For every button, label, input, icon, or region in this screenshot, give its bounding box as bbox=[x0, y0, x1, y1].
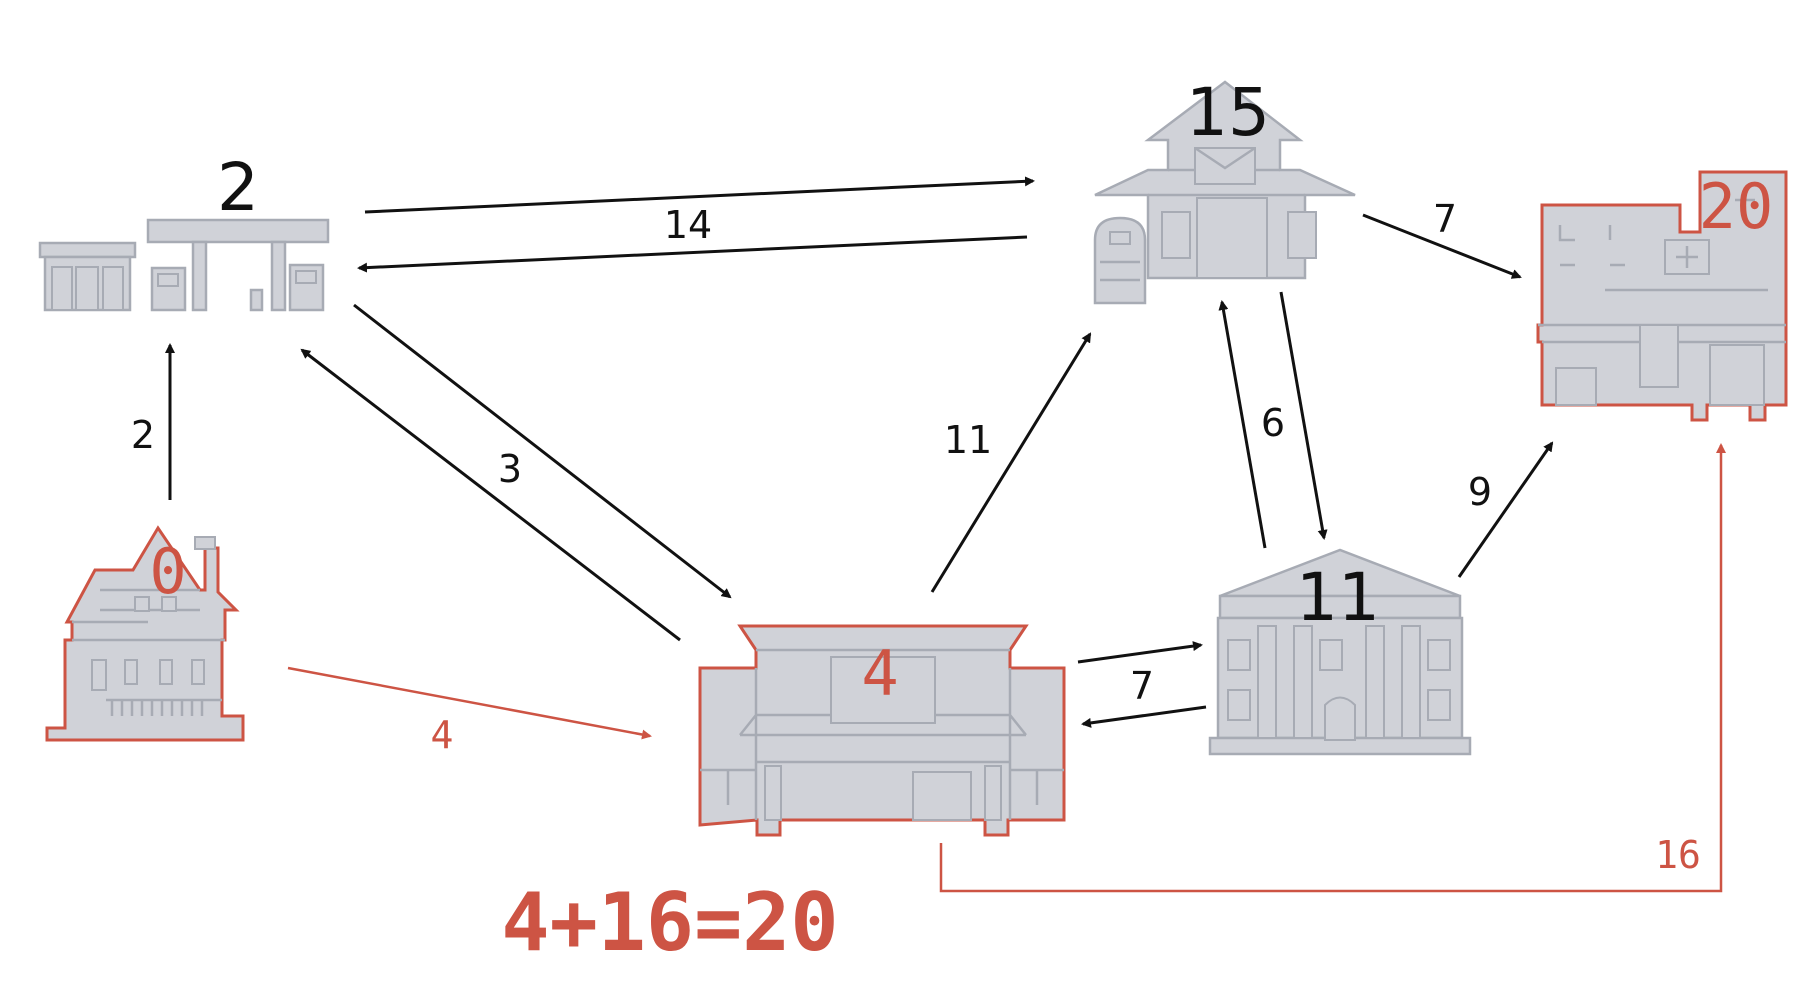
edge-bank-hospital bbox=[1457, 441, 1554, 578]
node-distance-mall: 4 bbox=[861, 637, 898, 710]
weight-label: 16 bbox=[1655, 833, 1701, 877]
edge-weights: 2 4 14 3 11 7 6 7 9 16 bbox=[131, 197, 1701, 877]
node-distance-hospital: 20 bbox=[1699, 170, 1774, 243]
edges bbox=[165, 176, 1726, 893]
mall-icon bbox=[698, 624, 1066, 837]
edge-mall-hospital bbox=[939, 443, 1726, 893]
post-office-icon bbox=[1093, 80, 1356, 305]
edge-post-hospital bbox=[1362, 213, 1522, 279]
weight-label: 6 bbox=[1261, 401, 1285, 445]
edge-post-gas bbox=[357, 235, 1028, 273]
node-distance-gas-station: 2 bbox=[217, 149, 259, 226]
weight-label: 11 bbox=[944, 418, 992, 462]
weight-label: 3 bbox=[498, 447, 522, 491]
edge-gas-mall bbox=[353, 303, 732, 599]
gas-station-icon bbox=[38, 218, 330, 312]
node-distance-bank: 11 bbox=[1296, 559, 1380, 636]
house-icon bbox=[45, 525, 245, 742]
weight-label: 7 bbox=[1433, 197, 1457, 241]
hospital-icon bbox=[1536, 170, 1788, 422]
edge-mall-post bbox=[930, 332, 1092, 593]
weight-label: 7 bbox=[1130, 664, 1154, 708]
weight-label: 9 bbox=[1468, 470, 1492, 514]
edge-mall-bank bbox=[1077, 641, 1203, 664]
weight-label: 14 bbox=[664, 203, 712, 247]
weight-label: 2 bbox=[131, 413, 155, 457]
bank-icon bbox=[1208, 548, 1472, 756]
edge-house-mall bbox=[287, 666, 652, 740]
node-distance-house: 0 bbox=[149, 535, 186, 608]
node-distances: 0 2 4 15 11 20 bbox=[149, 74, 1773, 710]
edge-bank-mall bbox=[1081, 705, 1207, 728]
edge-post-bank bbox=[1279, 291, 1328, 540]
edge-bank-post bbox=[1218, 300, 1267, 549]
edge-mall-gas bbox=[300, 348, 681, 642]
edge-gas-post bbox=[364, 176, 1035, 214]
weight-label: 4 bbox=[431, 713, 454, 757]
result-equation: 4+16=20 bbox=[501, 876, 838, 969]
node-distance-post-office: 15 bbox=[1186, 74, 1270, 151]
